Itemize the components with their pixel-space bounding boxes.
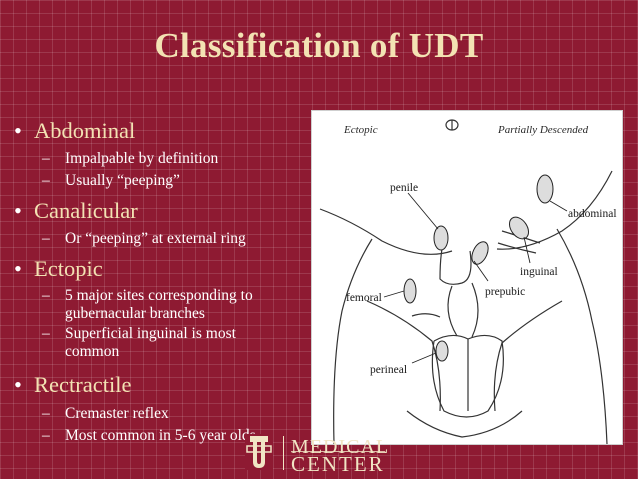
- testis-abdominal: [536, 174, 554, 204]
- label-penile: penile: [390, 182, 418, 194]
- sub-bullet-text: Cremaster reflex: [65, 405, 169, 422]
- bullet-label: Rectractile: [34, 372, 132, 397]
- bullet-glyph: •: [14, 372, 22, 397]
- bullet-rectractile: • Rectractile: [14, 372, 131, 398]
- dash-glyph: –: [42, 427, 50, 444]
- dash-glyph: –: [42, 150, 50, 167]
- label-abdominal: abdominal: [568, 208, 617, 220]
- slide-title: Classification of UDT: [154, 26, 484, 65]
- label-femoral: femoral: [346, 292, 382, 304]
- sub-bullet: – Or “peeping” at external ring: [42, 230, 246, 248]
- sub-bullet: – Most common in 5-6 year olds: [42, 427, 256, 445]
- dash-glyph: –: [42, 230, 50, 247]
- sub-bullet-text: 5 major sites corresponding to gubernacu…: [65, 287, 253, 322]
- sub-bullet: – Impalpable by definition: [42, 150, 218, 168]
- anatomy-drawing: Ectopic Partially Descended penile abdom…: [319, 119, 617, 444]
- testis-perineal: [435, 340, 449, 362]
- label-perineal: perineal: [370, 364, 407, 376]
- sub-bullet: – Usually “peeping”: [42, 172, 180, 190]
- university-logo-icon: [245, 434, 273, 470]
- bullet-abdominal: • Abdominal: [14, 118, 135, 144]
- testis-prepubic: [471, 241, 489, 265]
- sub-bullet-text: Usually “peeping”: [65, 172, 180, 189]
- header-partially-descended: Partially Descended: [497, 124, 589, 136]
- bullet-ectopic: • Ectopic: [14, 256, 103, 282]
- sub-bullet-text: Impalpable by definition: [65, 150, 219, 167]
- testis-inguinal: [508, 216, 530, 240]
- logo-text-medical: MEDICAL: [291, 436, 390, 458]
- dash-glyph: –: [42, 405, 50, 422]
- bullet-canalicular: • Canalicular: [14, 198, 138, 224]
- sub-bullet-text: Superficial inguinal is most common: [65, 325, 236, 360]
- testis-femoral: [403, 278, 417, 304]
- sub-bullet-text: Or “peeping” at external ring: [65, 230, 246, 247]
- header-ectopic: Ectopic: [343, 124, 378, 136]
- label-prepubic: prepubic: [485, 286, 525, 298]
- bullet-label: Ectopic: [34, 256, 103, 281]
- dash-glyph: –: [42, 172, 50, 189]
- bullet-label: Canalicular: [34, 198, 138, 223]
- sub-bullet: – Superficial inguinal is most common: [42, 325, 280, 361]
- sub-bullet: – 5 major sites corresponding to guberna…: [42, 287, 292, 323]
- sub-bullet: – Cremaster reflex: [42, 405, 169, 423]
- sub-bullet-text: Most common in 5-6 year olds: [65, 427, 256, 444]
- bullet-label: Abdominal: [34, 118, 136, 143]
- bullet-glyph: •: [14, 256, 22, 281]
- testis-penile: [433, 225, 449, 251]
- bullet-glyph: •: [14, 198, 22, 223]
- logo-divider: [283, 436, 284, 470]
- udt-anatomy-diagram: Ectopic Partially Descended penile abdom…: [311, 110, 623, 445]
- dash-glyph: –: [42, 287, 50, 304]
- bullet-glyph: •: [14, 118, 22, 143]
- logo-text-center: CENTER: [291, 451, 385, 476]
- label-inguinal: inguinal: [520, 266, 558, 278]
- dash-glyph: –: [42, 325, 50, 342]
